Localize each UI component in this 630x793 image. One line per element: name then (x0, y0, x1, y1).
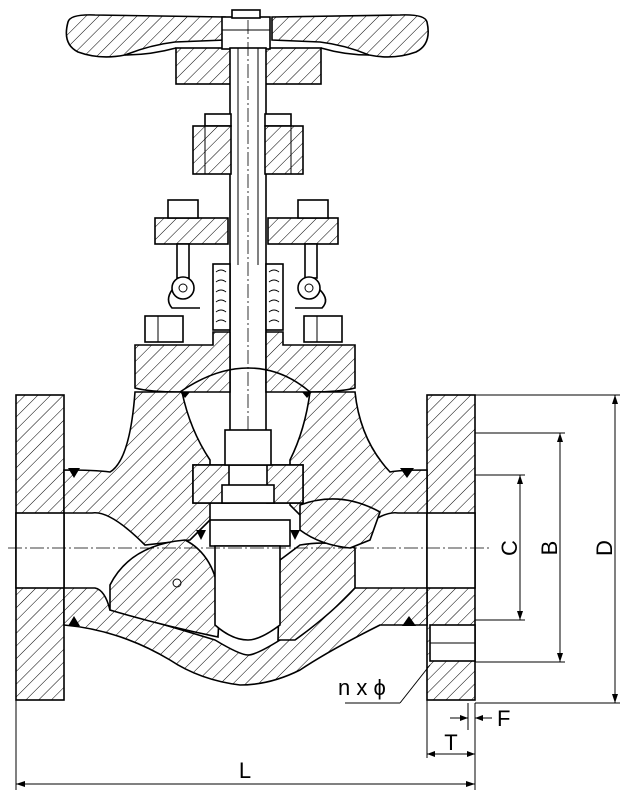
valve-stem (229, 20, 267, 470)
valve-body (8, 391, 492, 701)
gaskets (68, 392, 416, 626)
bonnet (134, 315, 356, 393)
bolt-holes-label: n x ϕ (338, 675, 386, 700)
gland-assembly (154, 199, 339, 309)
stem-packing (212, 263, 284, 331)
dim-label-t: T (444, 730, 457, 755)
dim-label-d: D (592, 540, 617, 556)
dim-label-c: C (497, 540, 522, 556)
dim-label-f: F (497, 706, 510, 731)
dimension-lines (15, 394, 620, 790)
handwheel (65, 9, 429, 85)
dim-label-l: L (239, 758, 251, 783)
yoke-bushing (192, 113, 304, 175)
dim-label-b: B (537, 541, 562, 556)
